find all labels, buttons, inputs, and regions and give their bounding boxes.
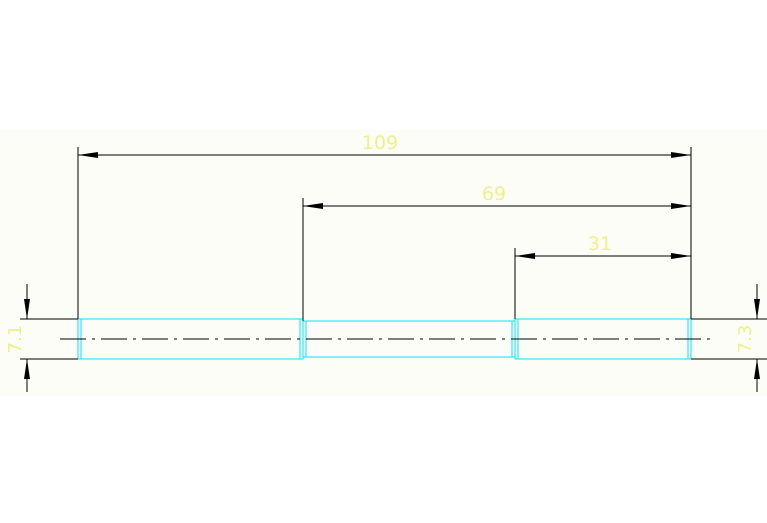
arrow-31-left (515, 253, 535, 259)
dim-text-left-diameter: 7.1 (5, 325, 26, 354)
arrow-31-right (671, 253, 691, 259)
arrow-109-right (671, 152, 691, 158)
arrowheads (24, 152, 760, 379)
arrow-69-right (671, 203, 691, 209)
dim-text-middle-length: 69 (482, 183, 506, 205)
arrow-left-dia-top (24, 299, 30, 319)
arrow-right-dia-top (754, 299, 760, 319)
dimension-lines (20, 147, 767, 392)
arrow-109-left (78, 152, 98, 158)
dim-text-right-length: 31 (588, 233, 612, 255)
arrow-left-dia-bottom (24, 359, 30, 379)
dim-text-right-diameter: 7.3 (735, 325, 756, 354)
drawing-area-background (0, 130, 767, 396)
arrow-69-left (303, 203, 323, 209)
dim-text-overall-length: 109 (362, 132, 398, 154)
arrow-right-dia-bottom (754, 359, 760, 379)
